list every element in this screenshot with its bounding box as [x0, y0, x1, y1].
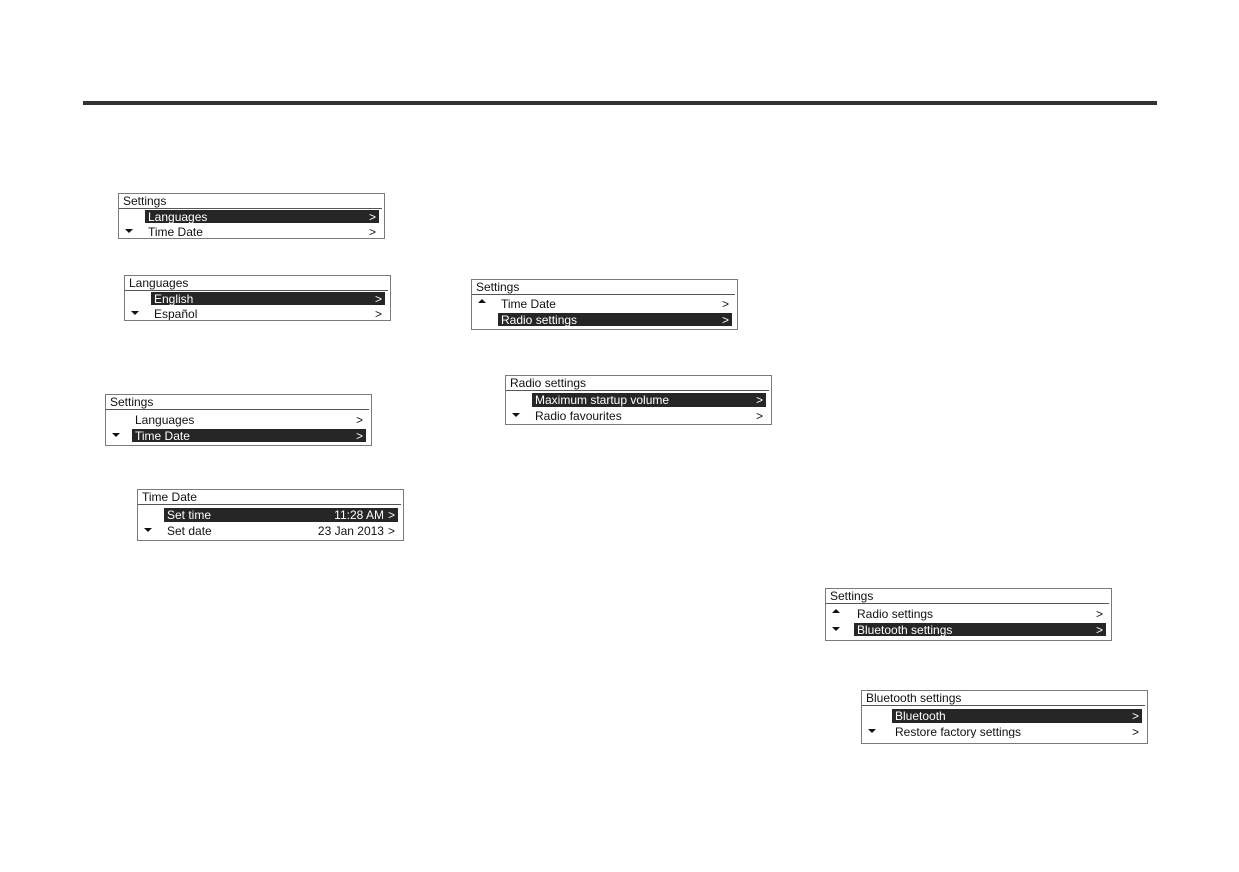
menu-title: Radio settings	[506, 376, 769, 391]
menu-item-set-date[interactable]: Set date 23 Jan 2013 >	[164, 524, 398, 537]
menu-row[interactable]: Set time 11:28 AM >	[138, 505, 403, 523]
chevron-right-icon: >	[755, 393, 763, 407]
chevron-right-icon: >	[368, 225, 376, 238]
chevron-right-icon: >	[374, 307, 382, 320]
menu-item-label: English	[154, 292, 194, 305]
menu-row[interactable]: Español >	[125, 306, 390, 321]
menu-item-bluetooth-settings[interactable]: Bluetooth settings >	[854, 623, 1106, 636]
menu-title: Time Date	[138, 490, 401, 505]
menu-item-label: Languages	[135, 413, 195, 427]
chevron-right-icon: >	[368, 210, 376, 223]
menu-item-time-date[interactable]: Time Date >	[498, 297, 732, 311]
scroll-down-arrow-icon	[112, 433, 120, 437]
languages-menu: Languages English > Español >	[124, 275, 391, 321]
menu-row[interactable]: Maximum startup volume >	[506, 391, 771, 408]
menu-row[interactable]: Languages >	[119, 209, 384, 224]
settings-menu-bluetooth-selected: Settings Radio settings > Bluetooth sett…	[825, 588, 1112, 641]
menu-title: Settings	[106, 395, 369, 410]
chevron-right-icon: >	[1095, 623, 1103, 636]
chevron-right-icon: >	[721, 313, 729, 326]
chevron-right-icon: >	[387, 508, 395, 522]
scroll-down-arrow-icon	[125, 229, 133, 233]
settings-menu-languages-selected: Settings Languages > Time Date >	[118, 193, 385, 239]
menu-item-radio-settings[interactable]: Radio settings >	[854, 607, 1106, 621]
menu-item-label: Bluetooth	[895, 709, 946, 723]
menu-row[interactable]: English >	[125, 291, 390, 306]
menu-item-languages[interactable]: Languages >	[145, 210, 379, 223]
settings-menu-time-date-selected: Settings Languages > Time Date >	[105, 394, 372, 446]
menu-item-label: Bluetooth settings	[857, 623, 953, 636]
menu-row[interactable]: Bluetooth >	[862, 706, 1147, 724]
scroll-down-arrow-icon	[868, 729, 876, 733]
chevron-right-icon: >	[355, 429, 363, 442]
menu-row[interactable]: Radio settings >	[826, 604, 1111, 622]
settings-menu-radio-selected: Settings Time Date > Radio settings >	[471, 279, 738, 330]
menu-item-label: Radio favourites	[535, 409, 622, 422]
menu-item-bluetooth[interactable]: Bluetooth >	[892, 709, 1142, 723]
menu-title: Settings	[119, 194, 382, 209]
time-date-menu: Time Date Set time 11:28 AM > Set date 2…	[137, 489, 404, 541]
menu-item-label: Languages	[148, 210, 208, 223]
menu-title: Settings	[826, 589, 1109, 604]
scroll-down-arrow-icon	[512, 413, 520, 417]
chevron-right-icon: >	[387, 524, 395, 537]
menu-item-label: Español	[154, 307, 198, 320]
menu-item-label: Time Date	[501, 297, 556, 311]
menu-title: Languages	[125, 276, 388, 291]
menu-item-radio-favourites[interactable]: Radio favourites >	[532, 409, 766, 422]
time-value: 11:28 AM	[334, 508, 384, 522]
menu-item-time-date[interactable]: Time Date >	[132, 429, 366, 442]
menu-item-label: Restore factory settings	[895, 725, 1022, 738]
radio-settings-menu: Radio settings Maximum startup volume > …	[505, 375, 772, 425]
menu-item-label: Time Date	[135, 429, 190, 442]
menu-row[interactable]: Time Date >	[472, 295, 737, 312]
menu-row[interactable]: Restore factory settings >	[862, 724, 1147, 739]
menu-item-label: Radio settings	[857, 607, 934, 621]
chevron-right-icon: >	[374, 292, 382, 305]
menu-item-label: Time Date	[148, 225, 203, 238]
menu-item-label: Set time	[167, 508, 212, 522]
scroll-up-arrow-icon	[832, 609, 840, 613]
scroll-down-arrow-icon	[832, 627, 840, 631]
menu-row[interactable]: Time Date >	[119, 224, 384, 239]
chevron-right-icon: >	[1131, 709, 1139, 723]
menu-row[interactable]: Time Date >	[106, 428, 371, 443]
menu-item-label: Set date	[167, 524, 212, 537]
menu-item-restore-factory-settings[interactable]: Restore factory settings >	[892, 725, 1142, 738]
bluetooth-settings-menu: Bluetooth settings Bluetooth > Restore f…	[861, 690, 1148, 744]
menu-item-languages[interactable]: Languages >	[132, 413, 366, 427]
menu-row[interactable]: Radio settings >	[472, 312, 737, 327]
menu-row[interactable]: Languages >	[106, 410, 371, 428]
chevron-right-icon: >	[355, 413, 363, 427]
menu-item-radio-settings[interactable]: Radio settings >	[498, 313, 732, 326]
chevron-right-icon: >	[1095, 607, 1103, 621]
menu-row[interactable]: Set date 23 Jan 2013 >	[138, 523, 403, 538]
menu-title: Bluetooth settings	[862, 691, 1145, 706]
chevron-right-icon: >	[1131, 725, 1139, 738]
menu-item-espanol[interactable]: Español >	[151, 307, 385, 320]
menu-item-english[interactable]: English >	[151, 292, 385, 305]
menu-row[interactable]: Bluetooth settings >	[826, 622, 1111, 637]
menu-item-maximum-startup-volume[interactable]: Maximum startup volume >	[532, 393, 766, 407]
chevron-right-icon: >	[721, 297, 729, 311]
menu-item-set-time[interactable]: Set time 11:28 AM >	[164, 508, 398, 522]
menu-item-label: Maximum startup volume	[535, 393, 670, 407]
menu-row[interactable]: Radio favourites >	[506, 408, 771, 423]
scroll-up-arrow-icon	[478, 299, 486, 303]
scroll-down-arrow-icon	[144, 528, 152, 532]
header-rule	[83, 101, 1157, 105]
menu-title: Settings	[472, 280, 735, 295]
menu-item-time-date[interactable]: Time Date >	[145, 225, 379, 238]
menu-item-label: Radio settings	[501, 313, 578, 326]
scroll-down-arrow-icon	[131, 311, 139, 315]
chevron-right-icon: >	[755, 409, 763, 422]
date-value: 23 Jan 2013	[317, 524, 384, 537]
